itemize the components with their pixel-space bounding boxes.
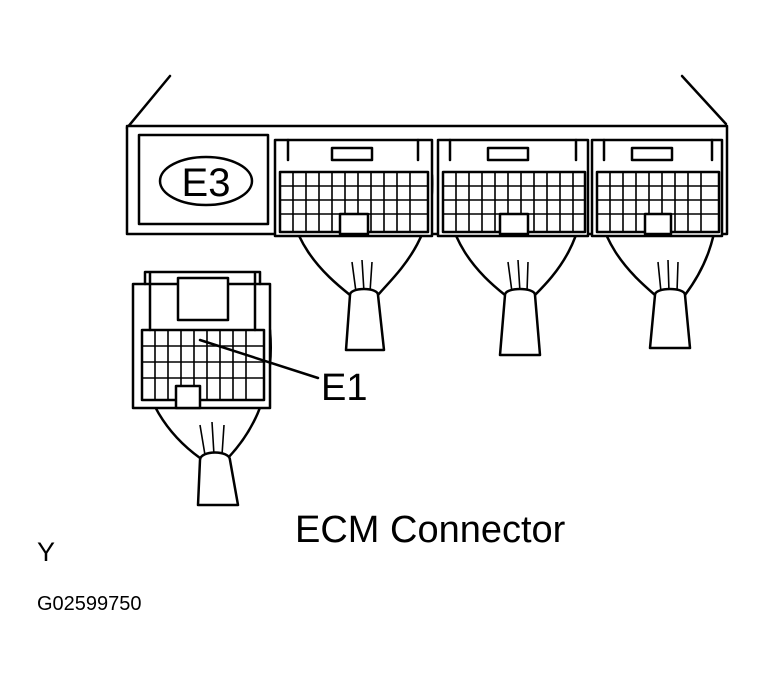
- e1-leader-line: [198, 338, 320, 380]
- ecm-top-edge-right: [680, 74, 728, 126]
- ecm-wire-harnesses: [286, 173, 720, 357]
- e1-pin-field: [140, 328, 266, 402]
- ecm-socket-1: [273, 138, 434, 238]
- e1-label: E1: [321, 367, 367, 409]
- e3-label-panel: [137, 133, 270, 226]
- corner-letter: Y: [37, 537, 56, 567]
- ecm-socket-3: [590, 138, 724, 238]
- e1-latch: [176, 276, 230, 322]
- e1-connector: [131, 270, 273, 507]
- wire-harness-2: [444, 173, 586, 357]
- ecm-socket-2: [436, 138, 590, 238]
- e3-label-oval: [158, 155, 254, 207]
- figure-code: G02599750: [37, 593, 142, 615]
- ecm-top-edge-left: [125, 74, 172, 130]
- diagram-title: ECM Connector: [295, 509, 566, 551]
- e3-label: E3: [182, 161, 231, 205]
- e1-wire-sleeve: [196, 451, 240, 507]
